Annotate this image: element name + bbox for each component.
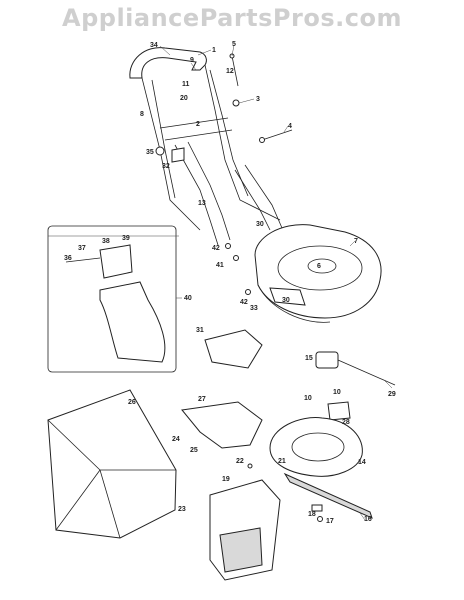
callout-11: 11 <box>182 81 190 88</box>
callout-24: 24 <box>172 436 180 443</box>
callout-20: 20 <box>180 95 188 102</box>
callout-4: 4 <box>288 123 292 130</box>
callout-29: 29 <box>388 391 396 398</box>
plug-31 <box>204 329 263 369</box>
callout-32: 32 <box>162 163 170 170</box>
nut-41 <box>233 255 239 261</box>
callout-8: 8 <box>140 111 144 118</box>
callout-1: 1 <box>212 47 216 54</box>
callout-18: 18 <box>308 511 316 518</box>
callout-38: 38 <box>102 238 110 245</box>
leader-lines <box>48 44 393 521</box>
callout-5: 5 <box>232 41 236 48</box>
callout-30b: 30 <box>282 297 290 304</box>
callout-10b: 10 <box>304 395 312 402</box>
door-38 <box>99 244 133 279</box>
callout-17: 17 <box>326 518 334 525</box>
bolt-4 <box>259 129 293 143</box>
cable-guide-32 <box>171 147 185 163</box>
belt-29 <box>337 359 396 386</box>
mower-deck <box>254 224 382 323</box>
callout-31: 31 <box>196 327 204 334</box>
callout-37: 37 <box>78 245 86 252</box>
kit-box-40 <box>47 225 177 373</box>
watermark: AppliancePartsPros.com <box>62 4 402 32</box>
callout-12: 12 <box>226 68 234 75</box>
callout-28: 28 <box>342 419 350 426</box>
callout-15: 15 <box>305 355 313 362</box>
callout-35: 35 <box>146 149 154 156</box>
callout-10: 10 <box>333 389 341 396</box>
adapter-15 <box>315 351 339 369</box>
callout-22: 22 <box>236 458 244 465</box>
callout-42: 42 <box>212 245 220 252</box>
grass-bag <box>47 389 177 539</box>
lower-handle <box>174 141 283 246</box>
callout-42b: 42 <box>240 299 248 306</box>
callout-21: 21 <box>278 458 286 465</box>
chute-40 <box>99 281 166 363</box>
callout-39: 39 <box>122 235 130 242</box>
callout-34: 34 <box>150 42 158 49</box>
adapter-18 <box>311 504 323 512</box>
callout-14: 14 <box>358 459 366 466</box>
callout-36: 36 <box>64 255 72 262</box>
knob-35 <box>155 146 165 156</box>
callout-7: 7 <box>354 238 358 245</box>
rod-36 <box>65 257 101 263</box>
rear-flap-30 <box>269 287 306 306</box>
callout-23: 23 <box>178 506 186 513</box>
bracket-28 <box>327 401 351 421</box>
callout-6: 6 <box>317 263 321 270</box>
upper-handle <box>129 47 281 231</box>
screw-22 <box>247 463 253 469</box>
callout-41: 41 <box>216 262 224 269</box>
rear-housing-19 <box>209 479 281 581</box>
callout-26: 26 <box>128 399 136 406</box>
callout-13: 13 <box>198 200 206 207</box>
chute-27 <box>181 401 263 449</box>
bolt-42 <box>225 243 231 249</box>
blade-16 <box>283 472 373 519</box>
callout-3: 3 <box>256 96 260 103</box>
callout-40: 40 <box>184 295 192 302</box>
callout-19: 19 <box>222 476 230 483</box>
bolt-42b <box>245 289 251 295</box>
deck-underside-14 <box>269 417 363 477</box>
washer-3 <box>232 99 240 107</box>
callout-16: 16 <box>364 516 372 523</box>
callout-labels: 34 1 5 9 11 12 20 3 8 2 4 35 32 13 30 7 … <box>64 41 396 525</box>
callout-30: 30 <box>256 221 264 228</box>
callout-25: 25 <box>190 447 198 454</box>
callout-33: 33 <box>250 305 258 312</box>
callout-2: 2 <box>196 121 200 128</box>
callout-9: 9 <box>190 57 194 64</box>
callout-27: 27 <box>198 396 206 403</box>
bolt-17 <box>317 516 323 522</box>
